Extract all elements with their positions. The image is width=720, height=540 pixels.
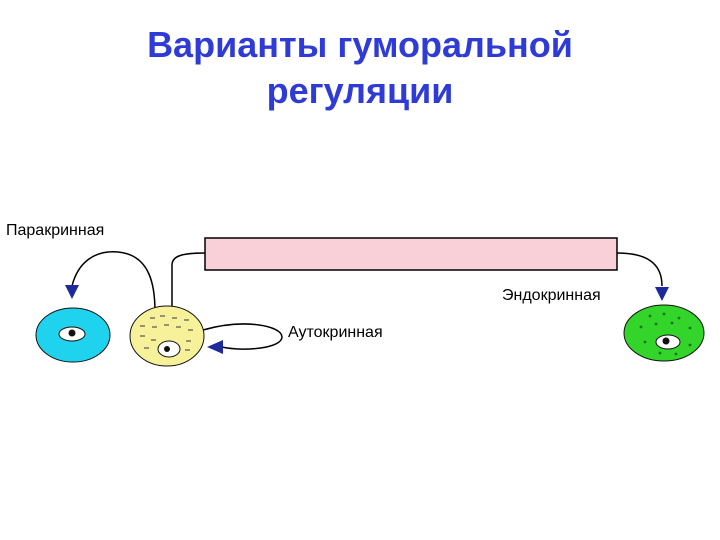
autocrine-arrowhead [207, 340, 223, 354]
endocrine-arrowhead [655, 287, 669, 301]
autocrine-loop-line [202, 323, 283, 350]
secreting-cell [129, 305, 205, 367]
paracrine-label: Паракринная [6, 222, 105, 239]
endocrine-target-cell [623, 304, 705, 362]
blood-vessel [204, 237, 618, 271]
secretion-line [171, 252, 206, 308]
paracrine-target-cell [35, 307, 111, 363]
endocrine-arrow-line [616, 252, 663, 287]
paracrine-arrow-line [71, 251, 156, 313]
title-line-2: регуляции [266, 70, 454, 111]
autocrine-label: Аутокринная [288, 324, 383, 341]
title-line-1: Варианты гуморальной [147, 24, 573, 65]
slide-title: Варианты гуморальной регуляции [0, 22, 720, 114]
paracrine-arrowhead [65, 285, 79, 299]
endocrine-label: Эндокринная [502, 287, 601, 304]
